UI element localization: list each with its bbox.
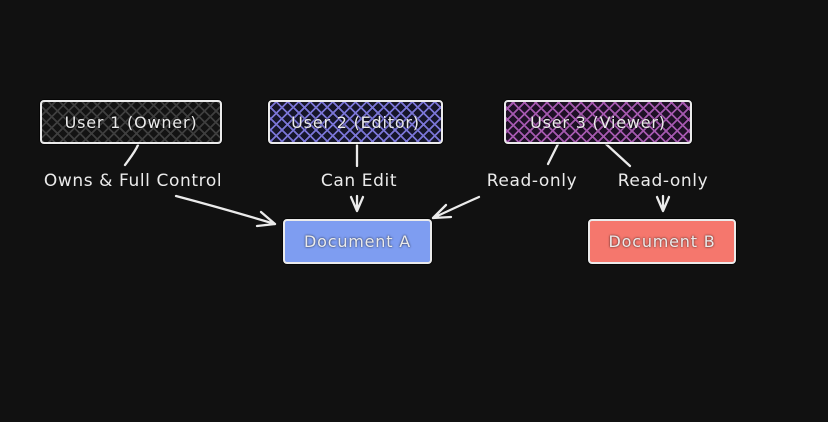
node-user-1-owner: User 1 (Owner) [40, 100, 222, 144]
node-user-1-label: User 1 (Owner) [64, 112, 198, 132]
edge-label-owns-full-control: Owns & Full Control [43, 171, 223, 191]
node-user-3-label: User 3 (Viewer) [530, 112, 666, 132]
arrow-viewer-to-doc-b [655, 194, 671, 213]
arrow-editor-to-doc-a [349, 194, 365, 213]
arrow-owner-to-doc-a [174, 194, 277, 228]
node-user-2-label: User 2 (Editor) [291, 112, 420, 132]
line-user3-to-readonly-right [604, 142, 632, 168]
line-user3-to-readonly-left [546, 142, 560, 166]
node-user-3-viewer: User 3 (Viewer) [504, 100, 692, 144]
node-user-2-editor: User 2 (Editor) [268, 100, 443, 144]
node-document-b-label: Document B [608, 232, 716, 251]
line-user1-to-label [123, 143, 140, 167]
node-document-a: Document A [283, 219, 432, 264]
node-document-b: Document B [588, 219, 736, 264]
edge-label-read-only-doc-b: Read-only [617, 171, 709, 191]
node-document-a-label: Document A [304, 232, 411, 251]
arrow-viewer-to-doc-a [431, 195, 481, 220]
edge-label-can-edit: Can Edit [320, 171, 398, 191]
edge-label-read-only-doc-a: Read-only [486, 171, 578, 191]
